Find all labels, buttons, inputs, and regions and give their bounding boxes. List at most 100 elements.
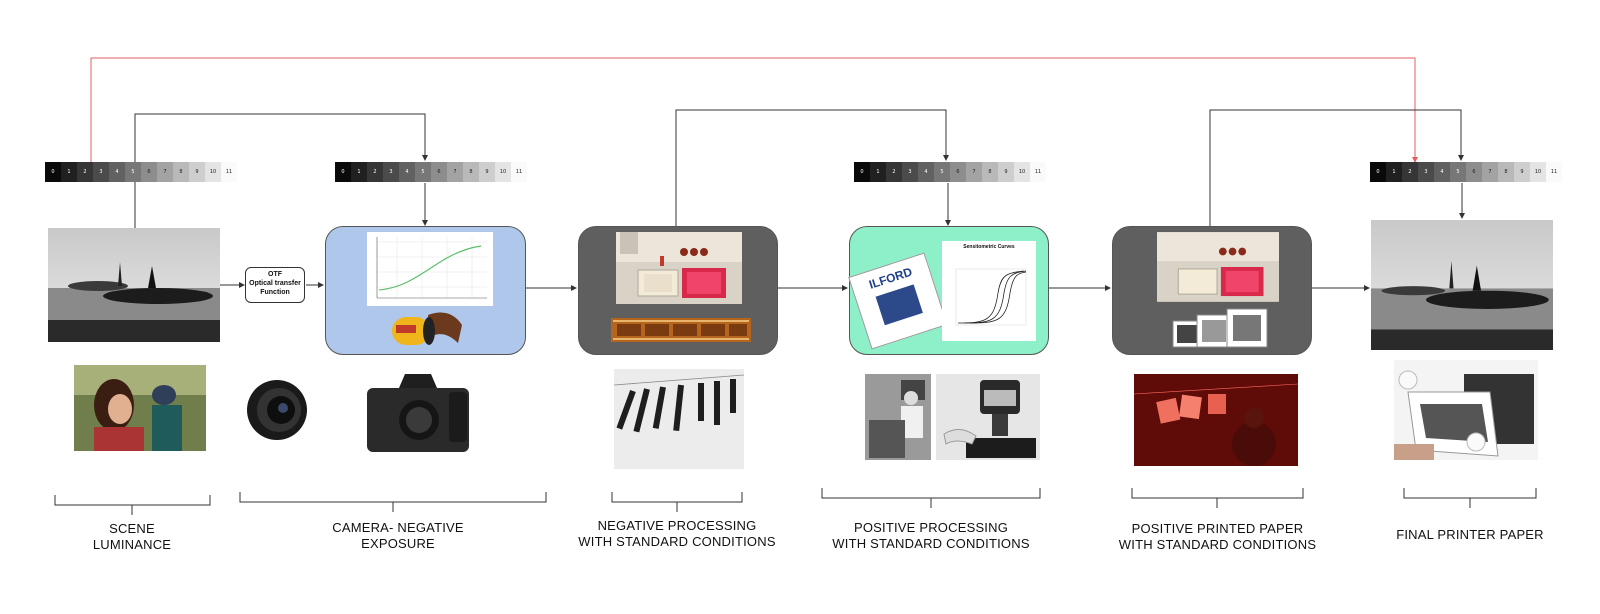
- step-wedge-cell: 8: [463, 162, 479, 182]
- red-darkroom-photo: [1134, 374, 1298, 466]
- step-wedge-cell: 5: [1450, 162, 1466, 182]
- stage-label-line2: WITH STANDARD CONDITIONS: [578, 534, 776, 549]
- step-wedge-cell: 2: [77, 162, 93, 182]
- step-wedge-cell: 6: [950, 162, 966, 182]
- scene-landscape-photo: [48, 228, 220, 342]
- bracket-6: [1403, 488, 1537, 499]
- step-wedge-cell: 4: [918, 162, 934, 182]
- otf-line3: Function: [260, 289, 290, 296]
- step-wedge-cell: 3: [902, 162, 918, 182]
- sensitometric-title: Sensitometric Curves: [963, 244, 1015, 250]
- darkroom-man-photo: [865, 374, 931, 460]
- step-wedge-cell: 5: [934, 162, 950, 182]
- step-wedge-cell: 10: [1014, 162, 1030, 182]
- stage-label-scene: SCENE LUMINANCE: [62, 521, 202, 553]
- camera-lens-image: [247, 380, 307, 440]
- stage-label-line1: SCENE: [109, 521, 155, 536]
- step-wedge-cell: 8: [173, 162, 189, 182]
- otf-line1: OTF: [268, 271, 282, 278]
- step-wedge-cell: 1: [351, 162, 367, 182]
- otf-curve-chart: [367, 232, 493, 306]
- step-wedge-cell: 1: [870, 162, 886, 182]
- stage-label-camera: CAMERA- NEGATIVE EXPOSURE: [298, 520, 498, 552]
- otf-line2: Optical transfer: [249, 280, 301, 287]
- step-wedge-cell: 6: [1466, 162, 1482, 182]
- ilford-paper-box: ILFORD: [848, 252, 948, 350]
- stage-label-positive-printed: POSITIVE PRINTED PAPER WITH STANDARD CON…: [1110, 521, 1325, 553]
- darkroom-trays-photo: [616, 232, 742, 304]
- stage-label-line1: POSITIVE PRINTED PAPER: [1131, 521, 1304, 536]
- step-wedge-cell: 3: [1418, 162, 1434, 182]
- step-wedge-cell: 7: [447, 162, 463, 182]
- positive-processing-box: ILFORD Sensitometric Curves: [848, 226, 1049, 355]
- loop-line-3: [1209, 109, 1464, 226]
- negative-strip-image: [611, 318, 751, 342]
- step-wedge-cell: 0: [335, 162, 351, 182]
- step-wedge-cell: 0: [854, 162, 870, 182]
- final-print-landscape: [1371, 220, 1553, 350]
- positive-printed-box: [1112, 226, 1312, 355]
- step-wedge-cell: 5: [415, 162, 431, 182]
- stage-label-line1: POSITIVE PROCESSING: [853, 520, 1009, 535]
- holding-print-photo: [1394, 360, 1538, 460]
- stage-label-line2: WITH STANDARD CONDITIONS: [1118, 537, 1317, 552]
- step-wedge-cell: 7: [157, 162, 173, 182]
- bracket-5: [1131, 488, 1304, 499]
- step-wedge-cell: 9: [998, 162, 1014, 182]
- step-wedge-cell: 2: [367, 162, 383, 182]
- step-wedge-cell: 4: [1434, 162, 1450, 182]
- step-wedge-cell: 10: [205, 162, 221, 182]
- stage-label-line2: EXPOSURE: [361, 536, 435, 551]
- step-wedge-cell: 1: [1386, 162, 1402, 182]
- stage-label-positive-processing: POSITIVE PROCESSING WITH STANDARD CONDIT…: [826, 520, 1036, 552]
- step-wedge-cell: 0: [45, 162, 61, 182]
- step-wedge-cell: 2: [886, 162, 902, 182]
- step-wedge-cell: 1: [61, 162, 77, 182]
- step-wedge-cell: 7: [1482, 162, 1498, 182]
- bracket-1: [54, 495, 211, 506]
- stage-label-final: FINAL PRINTER PAPER: [1380, 527, 1560, 543]
- step-wedge-cell: 11: [1030, 162, 1046, 182]
- step-wedge-cell: 9: [1514, 162, 1530, 182]
- camera-stage-box: [325, 226, 526, 355]
- stage-label-line2: LUMINANCE: [92, 537, 172, 552]
- step-wedge-cell: 6: [431, 162, 447, 182]
- step-wedge-cell: 7: [966, 162, 982, 182]
- step-wedge-cell: 3: [383, 162, 399, 182]
- step-wedge-cell: 11: [1546, 162, 1562, 182]
- stage-label-line1: FINAL PRINTER PAPER: [1396, 527, 1544, 542]
- step-wedge-cell: 6: [141, 162, 157, 182]
- photographers-photo: [74, 365, 206, 451]
- step-wedge-cell: 8: [982, 162, 998, 182]
- enlarger-photo: [936, 374, 1040, 460]
- hanging-negatives-photo: [614, 369, 744, 469]
- otf-box: OTF Optical transfer Function: [245, 267, 305, 303]
- step-wedge-cell: 9: [189, 162, 205, 182]
- bracket-3: [611, 492, 743, 503]
- step-wedge-cell: 11: [221, 162, 237, 182]
- stage-label-line1: CAMERA- NEGATIVE: [332, 520, 464, 535]
- step-wedge-cell: 10: [495, 162, 511, 182]
- step-wedge-cell: 11: [511, 162, 527, 182]
- stage-label-line1: NEGATIVE PROCESSING: [597, 518, 757, 533]
- step-wedge-cell: 0: [1370, 162, 1386, 182]
- bracket-2: [239, 492, 547, 503]
- step-wedge-cell: 9: [479, 162, 495, 182]
- camera-body-image: [367, 374, 469, 452]
- step-wedge-cell: 8: [1498, 162, 1514, 182]
- step-wedge-cell: 4: [109, 162, 125, 182]
- step-wedge-cell: 5: [125, 162, 141, 182]
- step-wedge-cell: 4: [399, 162, 415, 182]
- stage-label-negative: NEGATIVE PROCESSING WITH STANDARD CONDIT…: [572, 518, 782, 550]
- negative-processing-box: [578, 226, 778, 355]
- film-canister-image: [392, 312, 462, 345]
- print-trays-photo: [1157, 232, 1279, 302]
- framed-prints-image: [1172, 308, 1268, 348]
- sensitometric-curves-card: Sensitometric Curves: [942, 241, 1036, 341]
- step-wedge-cell: 10: [1530, 162, 1546, 182]
